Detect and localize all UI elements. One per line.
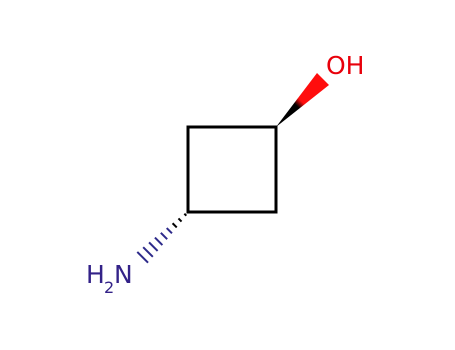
hash-line (171, 222, 178, 229)
amine-label-h: H (86, 260, 105, 289)
cyclobutane-ring (186, 125, 278, 214)
hash-line (177, 217, 183, 223)
hash-line (154, 236, 164, 246)
hash-line (165, 227, 173, 235)
hash-line (136, 251, 149, 264)
wedge-bond-oh (276, 73, 329, 127)
amine-label-subscript: 2 (104, 278, 114, 297)
hash-bond-nh2 (136, 212, 188, 264)
hash-line (160, 232, 168, 240)
hydroxyl-label: OH (326, 51, 364, 80)
amine-label-n: N (114, 260, 133, 289)
hash-line (148, 241, 159, 252)
amine-label: H 2 N (86, 260, 133, 297)
hash-line (183, 212, 188, 217)
hash-line (142, 246, 154, 258)
